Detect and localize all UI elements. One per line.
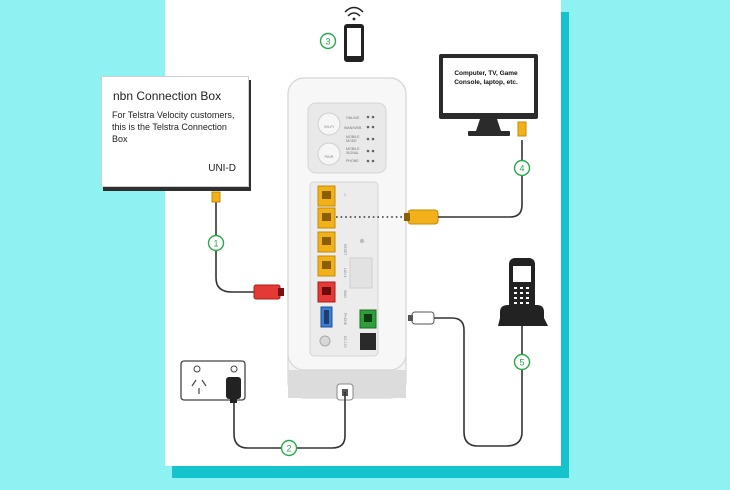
indicator-label: MOBILE bbox=[346, 147, 360, 151]
wan-port bbox=[317, 281, 336, 303]
computer-caption: Computer, TV, Game Console, laptop, etc. bbox=[454, 70, 518, 86]
pair-button-label: PAIR bbox=[324, 154, 333, 159]
phone-port bbox=[359, 309, 377, 329]
cable-power bbox=[233, 392, 346, 449]
indicator-label: MOBILE bbox=[346, 135, 360, 139]
svg-text:PHONE: PHONE bbox=[343, 313, 347, 326]
step-marker-5: 5 bbox=[513, 353, 531, 371]
router: WI-FI PAIR ONLINE WAN/WEB MOBILE MODE MO… bbox=[287, 77, 407, 401]
svg-text:RESET: RESET bbox=[343, 244, 347, 255]
smartphone bbox=[344, 6, 364, 62]
wifi-signal-icon bbox=[347, 12, 361, 17]
step-number: 3 bbox=[325, 37, 330, 47]
callout-title: nbn Connection Box bbox=[113, 89, 222, 103]
svg-text:DC 12V: DC 12V bbox=[343, 336, 347, 349]
callout-body: For Telstra Velocity customers, this is … bbox=[112, 110, 235, 144]
indicator-label: ONLINE bbox=[346, 116, 360, 120]
lan-ports bbox=[317, 185, 336, 277]
cable-lan bbox=[336, 121, 527, 225]
svg-text:WAN: WAN bbox=[343, 290, 347, 298]
cordless-phone bbox=[498, 258, 548, 326]
power-outlet bbox=[180, 360, 246, 403]
nbn-connection-box-callout: nbn Connection Box For Telstra Velocity … bbox=[101, 76, 249, 187]
step-number: 5 bbox=[519, 358, 524, 368]
status-indicators: ONLINE WAN/WEB MOBILE MODE MOBILE SIGNAL… bbox=[344, 115, 375, 163]
step-number: 4 bbox=[519, 164, 524, 174]
step-marker-1: 1 bbox=[207, 234, 225, 252]
indicator-label: MODE bbox=[346, 139, 357, 143]
power-port bbox=[319, 333, 376, 350]
step-number: 1 bbox=[213, 239, 218, 249]
wifi-button[interactable]: WI-FI bbox=[317, 112, 341, 136]
callout-port-label: UNI-D bbox=[208, 163, 236, 174]
pair-button[interactable]: PAIR bbox=[317, 142, 341, 166]
svg-text:1: 1 bbox=[344, 193, 346, 197]
svg-text:LAN 4: LAN 4 bbox=[343, 268, 347, 278]
indicator-label: SIGNAL bbox=[346, 151, 359, 155]
computer-monitor bbox=[439, 54, 538, 136]
step-marker-4: 4 bbox=[513, 159, 531, 177]
cable-phone bbox=[408, 311, 523, 447]
step-marker-3: 3 bbox=[319, 32, 337, 50]
cable-wan bbox=[211, 191, 284, 300]
step-number: 2 bbox=[286, 444, 291, 454]
step-marker-2: 2 bbox=[280, 439, 298, 457]
indicator-label: PHONE bbox=[346, 159, 359, 163]
usb-port bbox=[320, 306, 333, 328]
indicator-label: WAN/WEB bbox=[344, 126, 362, 130]
wifi-button-label: WI-FI bbox=[324, 124, 334, 129]
